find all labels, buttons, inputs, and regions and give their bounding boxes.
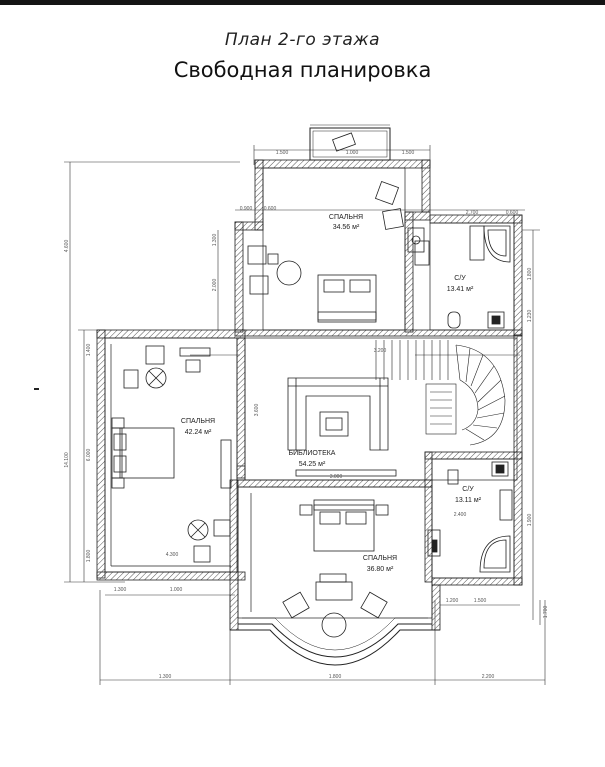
dimension-label: 4.600 (64, 240, 70, 253)
room-name: С/У (454, 275, 466, 282)
top-border-strip (0, 0, 605, 5)
walls (96, 159, 523, 631)
dimension-labels: 1.500 1.000 1.500 0.900 0.600 2.700 0.60… (64, 150, 549, 680)
plan-title: Свободная планировка (173, 58, 432, 82)
interior-outlines (104, 167, 518, 619)
dimension-label: 1.300 (159, 674, 172, 680)
dimension-label: 1.800 (527, 268, 533, 281)
room-area: 54.25 м² (299, 461, 326, 468)
dimension-label: 0.600 (264, 206, 277, 212)
plan-subtitle: План 2-го этажа (224, 30, 381, 50)
dimension-lines (64, 124, 546, 685)
dimension-label: 1.000 (170, 587, 183, 593)
bath-2-fixtures (427, 461, 513, 573)
margin-mark (34, 388, 39, 390)
dimension-label: 6.000 (86, 449, 92, 462)
library-furniture (236, 377, 397, 481)
dimension-label: 0.600 (506, 210, 519, 216)
dimension-label: 2.000 (212, 279, 218, 292)
dimension-label: 2.400 (454, 512, 467, 518)
room-name: С/У (462, 486, 474, 493)
top-bedroom-furniture (247, 132, 425, 323)
dimension-label: 14.100 (64, 452, 70, 468)
dimension-label: 3.600 (254, 404, 260, 417)
dimension-label: 0.900 (240, 206, 253, 212)
dimension-label: 3.000 (330, 474, 343, 480)
dimension-label: 1.500 (474, 598, 487, 604)
dimension-label: 1.500 (402, 150, 415, 156)
dimension-label: 1.500 (276, 150, 289, 156)
room-name: СПАЛЬНЯ (363, 555, 397, 562)
dimension-label: 4.300 (166, 552, 179, 558)
staircase (375, 340, 506, 446)
dimension-label: 1.300 (212, 234, 218, 247)
room-name: СПАЛЬНЯ (181, 418, 215, 425)
room-labels: СПАЛЬНЯ 34.56 м² С/У 13.41 м² СПАЛЬНЯ 42… (181, 214, 482, 573)
dimension-label: 2.700 (466, 210, 479, 216)
room-area: 13.41 м² (447, 286, 474, 293)
dimension-label: 2.200 (482, 674, 495, 680)
bath-1-fixtures (414, 225, 511, 329)
room-area: 42.24 м² (185, 429, 212, 436)
room-name: СПАЛЬНЯ (329, 214, 363, 221)
dimension-label: 3.200 (374, 348, 387, 354)
room-area: 36.80 м² (367, 566, 394, 573)
dimension-label: 1.400 (86, 344, 92, 357)
dimension-label: 1.800 (329, 674, 342, 680)
room-area: 34.56 м² (333, 224, 360, 231)
dimension-label: 1.000 (346, 150, 359, 156)
dimension-label: 1.700 (543, 606, 549, 619)
dimension-label: 1.300 (114, 587, 127, 593)
dimension-label: 1.900 (527, 514, 533, 527)
dimension-label: 1.200 (446, 598, 459, 604)
dimension-label: 1.800 (86, 550, 92, 563)
dimension-label: 1.230 (527, 310, 533, 323)
bottom-bedroom-furniture (282, 499, 389, 638)
bay-window (230, 617, 440, 666)
room-area: 13.11 м² (455, 497, 482, 504)
left-bedroom-furniture (111, 345, 232, 563)
room-name: БИБЛИОТЕКА (289, 450, 336, 457)
